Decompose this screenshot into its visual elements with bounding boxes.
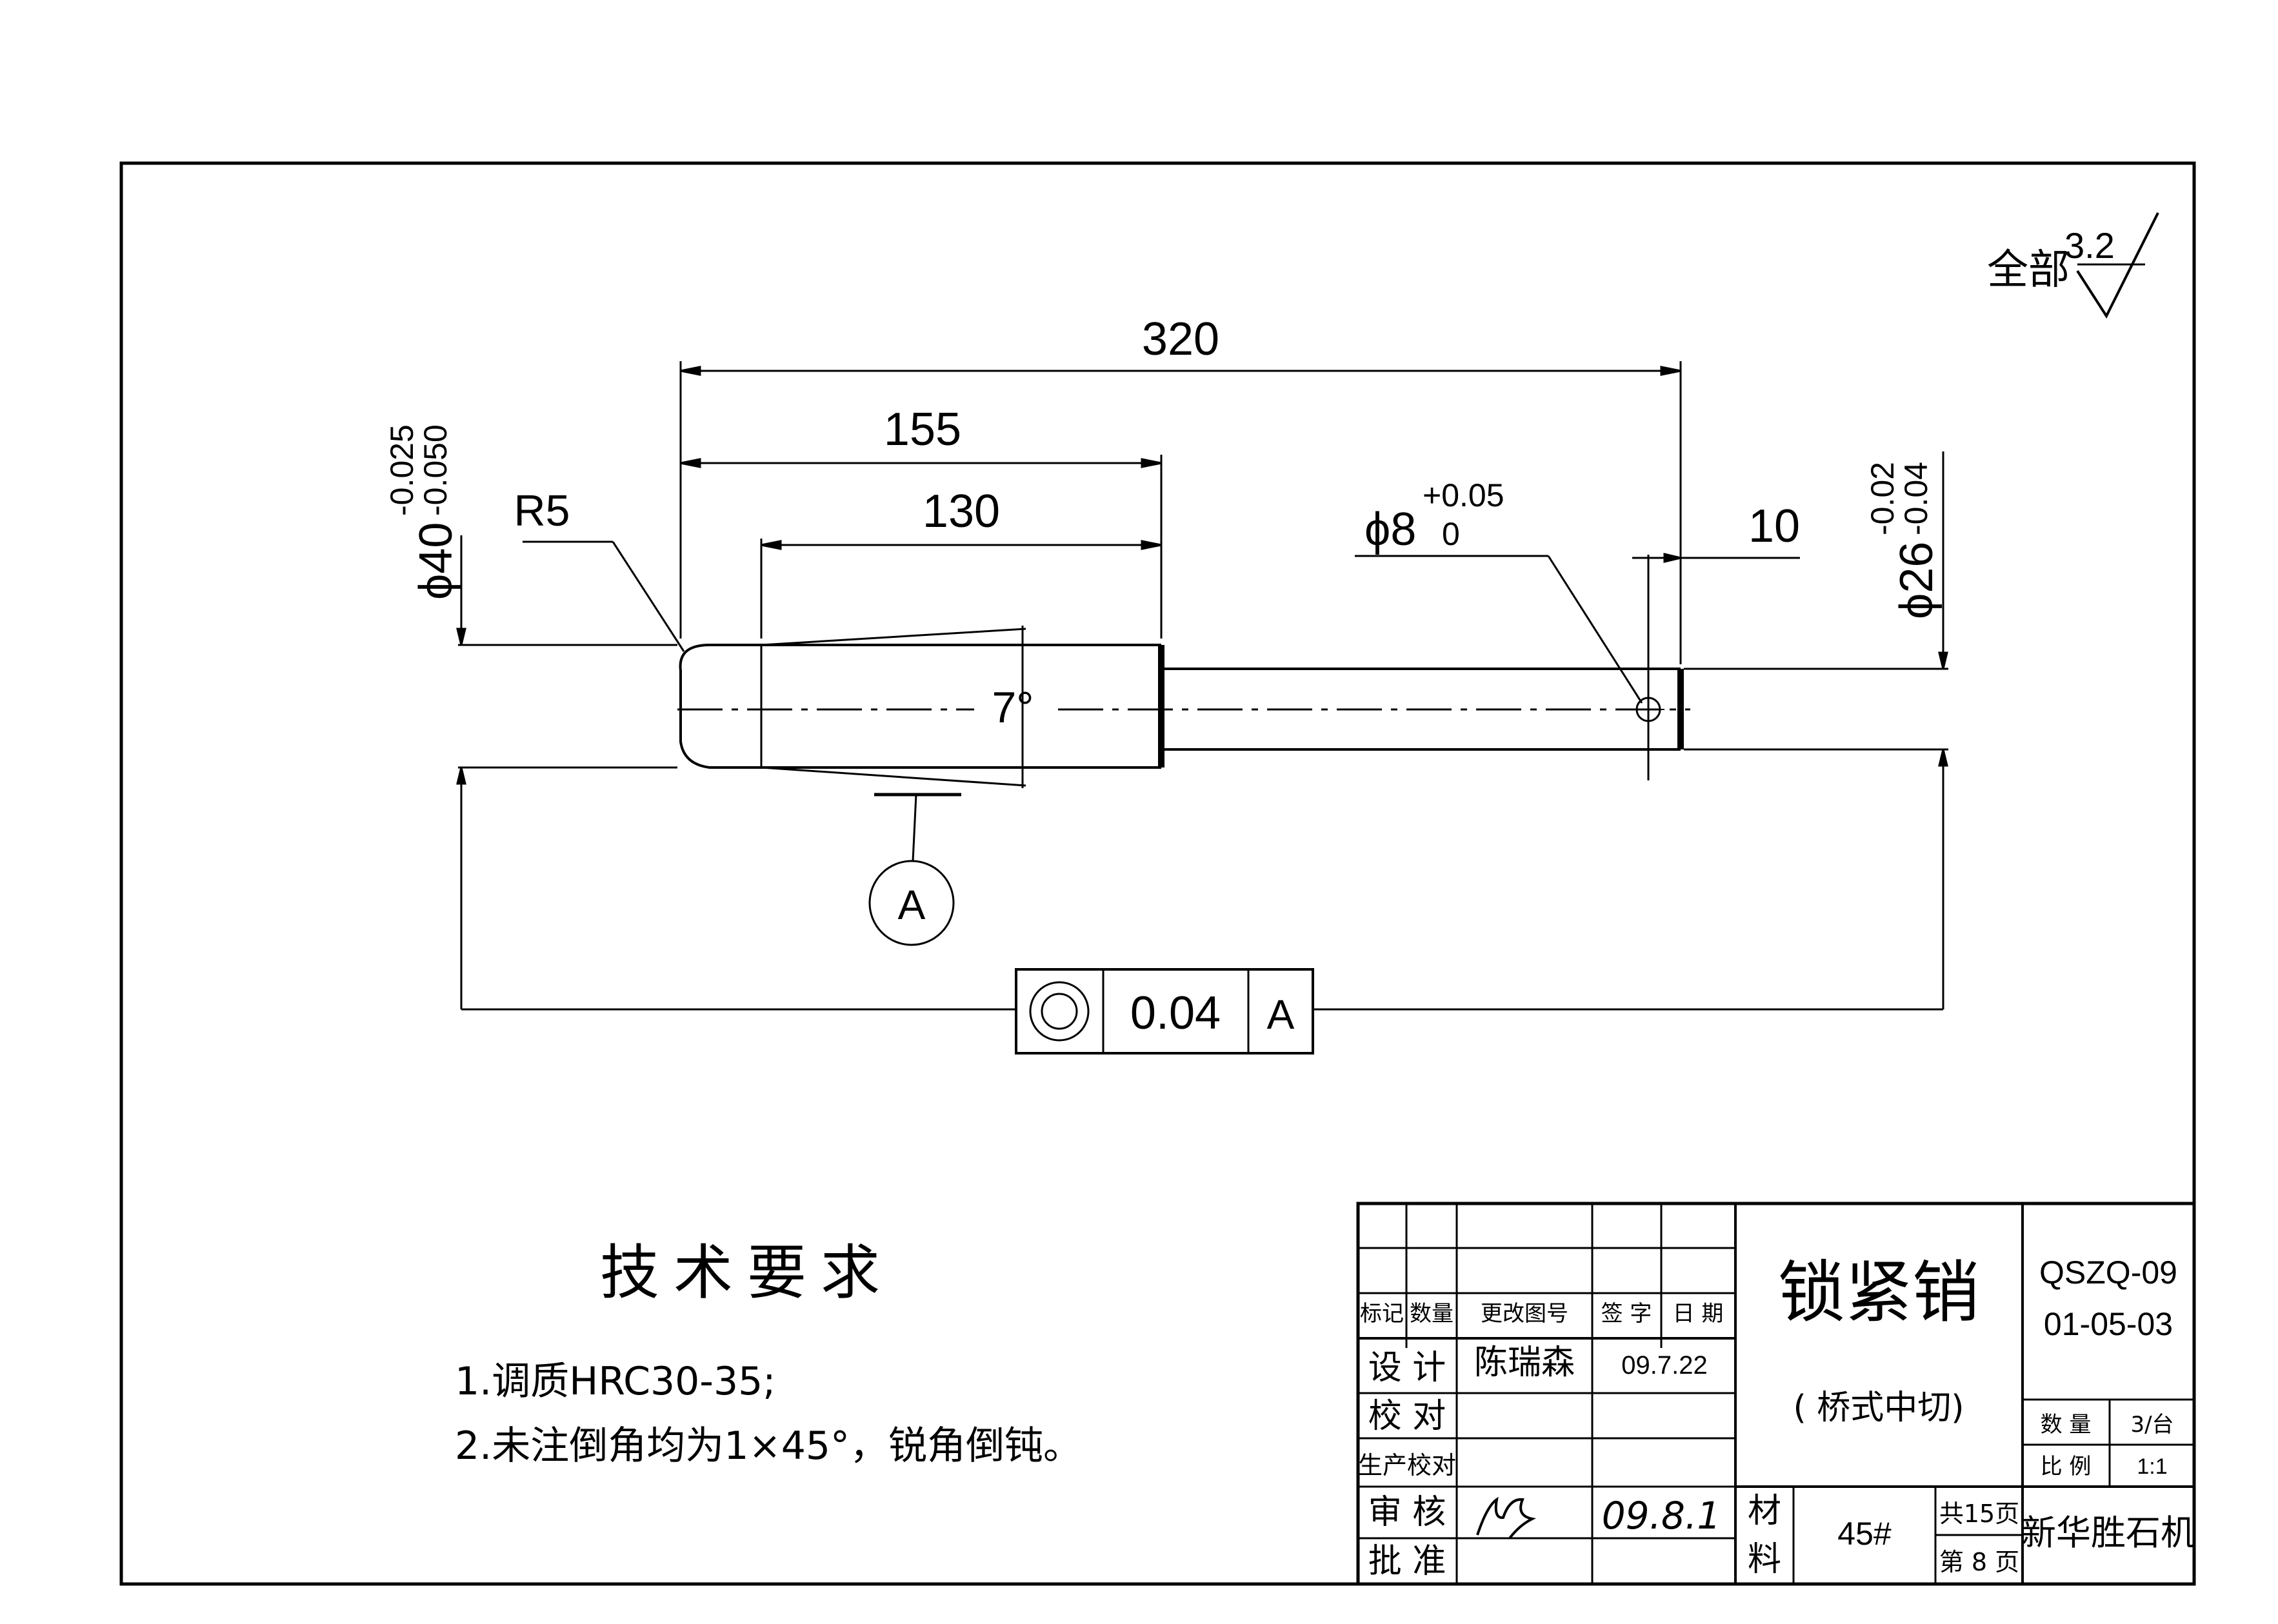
- quantity-value: 3/台: [2130, 1412, 2173, 1438]
- header-quantity: 数量: [1410, 1301, 1454, 1327]
- tech-req-item: 2.未注倒角均为1×45°，锐角倒钝。: [455, 1423, 1082, 1469]
- dim-length-10: 10: [1748, 500, 1800, 552]
- company-name: 新华胜石机: [2021, 1512, 2195, 1553]
- part-subtitle: ( 桥式中切): [1793, 1389, 1964, 1427]
- datum-label: A: [898, 882, 926, 928]
- dim-hole-tol-lower: 0: [1442, 516, 1460, 552]
- scale-value: 1:1: [2137, 1454, 2167, 1479]
- part-geometry: [677, 626, 1690, 788]
- dim-angle: 7°: [992, 683, 1034, 732]
- dim-dia26-tol-upper: -0.02: [1864, 462, 1901, 535]
- taper-line-top: [761, 628, 1026, 646]
- dim-length-155: 155: [884, 404, 961, 455]
- material-value: 45#: [1837, 1516, 1892, 1552]
- handwritten-signature: [1476, 1496, 1537, 1540]
- row-role: 生产校对: [1358, 1451, 1456, 1480]
- drawing-border: [119, 161, 2196, 1586]
- surface-finish-label: 全部: [1987, 246, 2070, 294]
- tolerance-datum: A: [1267, 991, 1295, 1038]
- row-role: 设 计: [1368, 1349, 1446, 1387]
- quantity-label: 数 量: [2041, 1412, 2092, 1438]
- taper-line-bottom: [761, 766, 1026, 787]
- title-block-headers: 标记 数量 更改图号 签 字 日 期: [1360, 1301, 1723, 1327]
- drawing-number-1: QSZQ-09: [2039, 1254, 2177, 1291]
- material-label: 料: [1748, 1540, 1781, 1579]
- title-block-info: 锁紧销 ( 桥式中切) QSZQ-09 01-05-03 数 量 3/台 比 例…: [1748, 1253, 2195, 1579]
- header-date: 日 期: [1673, 1301, 1724, 1327]
- signature-date: 09.8.1: [1602, 1494, 1721, 1538]
- dim-dia40-tol-lower: -0.050: [417, 424, 454, 516]
- title-block: [1356, 1202, 2196, 1586]
- technical-requirements: 技术要求 1.调质HRC30-35; 2.未注倒角均为1×45°，锐角倒钝。: [455, 1238, 1082, 1469]
- drawing-number-2: 01-05-03: [2044, 1306, 2173, 1342]
- datum-symbol: A: [868, 860, 955, 946]
- surface-finish-symbol: 全部 3.2: [1987, 212, 2159, 319]
- concentricity-icon: [1029, 981, 1090, 1042]
- row-role: 批 准: [1368, 1542, 1446, 1581]
- row-role: 校 对: [1368, 1397, 1446, 1436]
- dimension-lines: [456, 361, 1948, 1011]
- material-label: 材: [1748, 1492, 1781, 1530]
- title-block-rows: 设 计 陈瑞森 09.7.22 校 对 生产校对 审 核 批 准 09.8.1: [1358, 1343, 1721, 1581]
- dim-diameter-40: ϕ40: [410, 522, 462, 600]
- tech-req-item: 1.调质HRC30-35;: [455, 1359, 776, 1404]
- surface-roughness-value: 3.2: [2064, 225, 2115, 266]
- scale-label: 比 例: [2041, 1454, 2092, 1480]
- row-date: 09.7.22: [1621, 1351, 1707, 1380]
- tech-req-title: 技术要求: [600, 1238, 894, 1307]
- dim-diameter-26: ϕ26: [1891, 542, 1943, 619]
- total-pages: 共15页: [1939, 1500, 2019, 1528]
- dim-hole-tol-upper: +0.05: [1423, 477, 1504, 513]
- dim-dia40-tol-upper: -0.025: [384, 424, 420, 516]
- dim-hole-diameter: ϕ8: [1364, 504, 1416, 555]
- large-cylinder: [679, 644, 761, 769]
- part-name: 锁紧销: [1778, 1253, 1979, 1332]
- page-number: 第 8 页: [1939, 1548, 2019, 1576]
- tolerance-frame: 0.04 A: [1015, 968, 1314, 1055]
- row-role: 审 核: [1368, 1493, 1446, 1532]
- header-signature: 签 字: [1601, 1301, 1652, 1327]
- dim-radius: R5: [514, 486, 570, 535]
- header-mark: 标记: [1360, 1301, 1404, 1327]
- dim-length-130: 130: [923, 486, 1000, 537]
- header-change-no: 更改图号: [1481, 1301, 1568, 1327]
- dim-overall-length: 320: [1142, 313, 1219, 365]
- dim-dia26-tol-lower: -0.04: [1898, 462, 1934, 535]
- row-name: 陈瑞森: [1474, 1343, 1575, 1382]
- tolerance-value: 0.04: [1130, 987, 1221, 1039]
